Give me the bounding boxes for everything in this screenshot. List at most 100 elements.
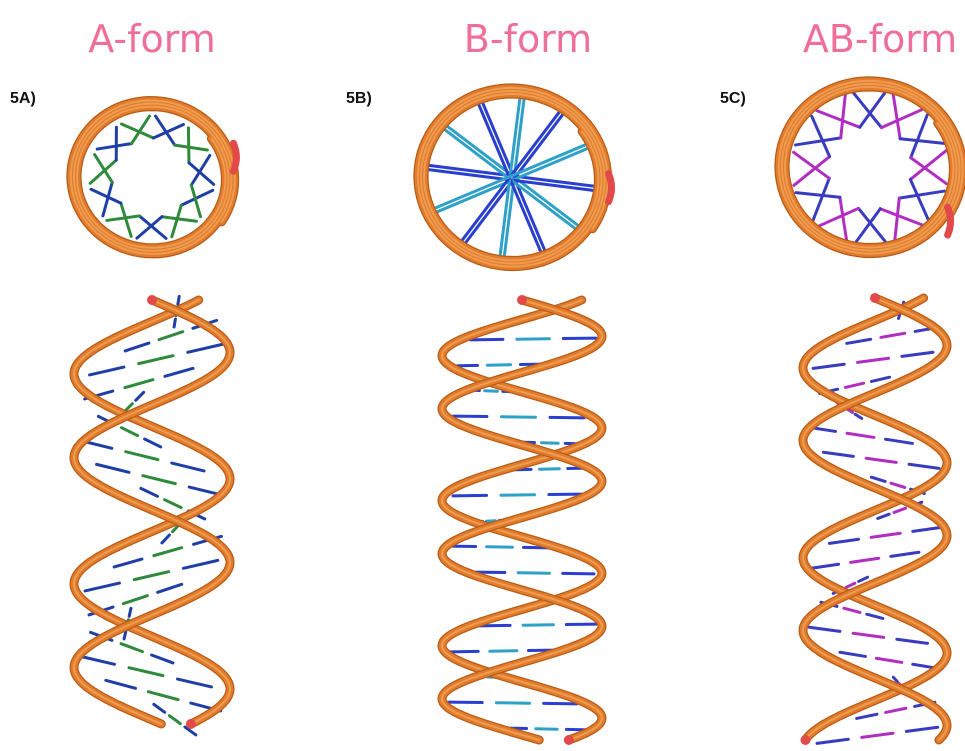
base-rung <box>841 94 846 138</box>
terminal-cap <box>517 295 527 305</box>
b-form-side-view <box>442 295 602 745</box>
base-pair-segment <box>851 558 879 562</box>
base-pair-segment <box>840 652 865 656</box>
base-pair-segment <box>159 332 183 340</box>
base-rung <box>893 93 900 138</box>
base-pair-segment <box>154 548 182 556</box>
base-rung <box>107 216 140 221</box>
base-rung <box>895 198 900 242</box>
base-pair-segment <box>152 655 173 663</box>
base-rung <box>97 144 131 149</box>
base-pair-segment <box>90 367 124 375</box>
base-pair-segment <box>81 656 115 664</box>
ab-form-side-view <box>800 293 947 745</box>
base-rung <box>881 110 921 128</box>
base-pair-segment <box>857 714 877 718</box>
base-pair-segment <box>129 668 163 676</box>
a-form-top-view <box>71 101 237 254</box>
base-pair-segment <box>891 552 919 556</box>
backbone-ring <box>779 81 963 254</box>
terminal-cap <box>564 735 574 745</box>
base-pair-segment <box>145 439 161 447</box>
base-pair-segment <box>114 559 142 567</box>
panel-label-5a: 5A) <box>10 90 36 107</box>
base-rung <box>817 111 860 127</box>
base-pair-segment <box>148 692 178 700</box>
ab-form-top-view <box>779 81 963 254</box>
base-pair-segment <box>141 488 158 496</box>
base-pair-segment <box>844 608 860 612</box>
ab-form-title: AB-form <box>803 17 957 61</box>
base-pair-segment <box>813 364 844 368</box>
terminal-cap <box>948 207 951 235</box>
base-rung <box>853 92 882 128</box>
base-pair-segment <box>853 633 884 637</box>
terminal-cap <box>800 735 810 745</box>
base-rung <box>854 209 880 245</box>
base-pair-segment <box>871 533 900 537</box>
base-pair-segment <box>846 583 855 587</box>
base-rung <box>172 205 181 236</box>
base-rung <box>860 92 886 128</box>
base-pair-segment <box>97 464 129 472</box>
base-pair-segment <box>183 560 217 568</box>
base-pair-segment <box>810 564 838 568</box>
base-pair-segment <box>154 704 165 712</box>
base-rung <box>191 156 209 186</box>
base-pair-segment <box>847 339 871 343</box>
base-pair-segment <box>867 614 883 618</box>
base-pair-segment <box>106 680 136 688</box>
base-pair-segment <box>897 639 928 643</box>
base-pair-segment <box>178 296 179 304</box>
base-pair-segment <box>125 380 153 388</box>
base-pair-segment <box>188 344 222 352</box>
base-rung <box>794 152 830 178</box>
base-rung <box>910 179 928 219</box>
base-pair-segment <box>859 577 868 581</box>
base-rung <box>139 216 166 238</box>
base-pair-segment <box>165 500 182 508</box>
base-pair-segment <box>172 463 204 471</box>
a-form-side-view <box>74 295 230 735</box>
b-form-title: B-form <box>464 17 592 61</box>
base-pair-segment <box>124 631 126 639</box>
a-form-title: A-form <box>88 17 215 61</box>
base-pair-segment <box>169 716 180 724</box>
base-pair-segment <box>894 508 905 512</box>
base-pair-segment <box>876 658 901 662</box>
base-pair-segment <box>866 458 896 462</box>
base-rung <box>840 197 847 242</box>
terminal-cap <box>186 719 196 729</box>
base-pair-segment <box>165 368 193 376</box>
terminal-cap <box>609 174 612 202</box>
base-pair-segment <box>817 739 848 743</box>
base-pair-segment <box>121 428 137 436</box>
base-pair-segment <box>913 527 942 531</box>
base-pair-segment <box>162 535 169 543</box>
base-pair-segment <box>886 439 913 443</box>
base-pair-segment <box>158 584 182 592</box>
base-rung <box>880 209 923 225</box>
b-form-top-view <box>418 88 612 267</box>
base-pair-segment <box>143 476 175 484</box>
base-pair-segment <box>886 708 906 712</box>
terminal-cap <box>147 295 157 305</box>
base-pair-segment <box>809 627 840 631</box>
base-rung <box>137 217 162 238</box>
base-pair-segment <box>906 727 937 731</box>
terminal-cap <box>870 293 880 303</box>
panel-label-5c: 5C) <box>720 90 746 107</box>
base-rung <box>818 208 858 226</box>
base-pair-segment <box>178 679 212 687</box>
base-pair-segment <box>871 377 889 381</box>
base-rung <box>859 208 888 244</box>
base-rung <box>813 178 829 221</box>
base-pair-segment <box>893 677 897 681</box>
base-rung <box>911 115 927 158</box>
terminal-cap <box>233 143 236 171</box>
base-rung <box>812 116 830 156</box>
base-pair-segment <box>139 356 173 364</box>
base-pair-segment <box>845 383 863 387</box>
base-pair-segment <box>858 358 889 362</box>
base-pair-segment <box>878 514 889 518</box>
